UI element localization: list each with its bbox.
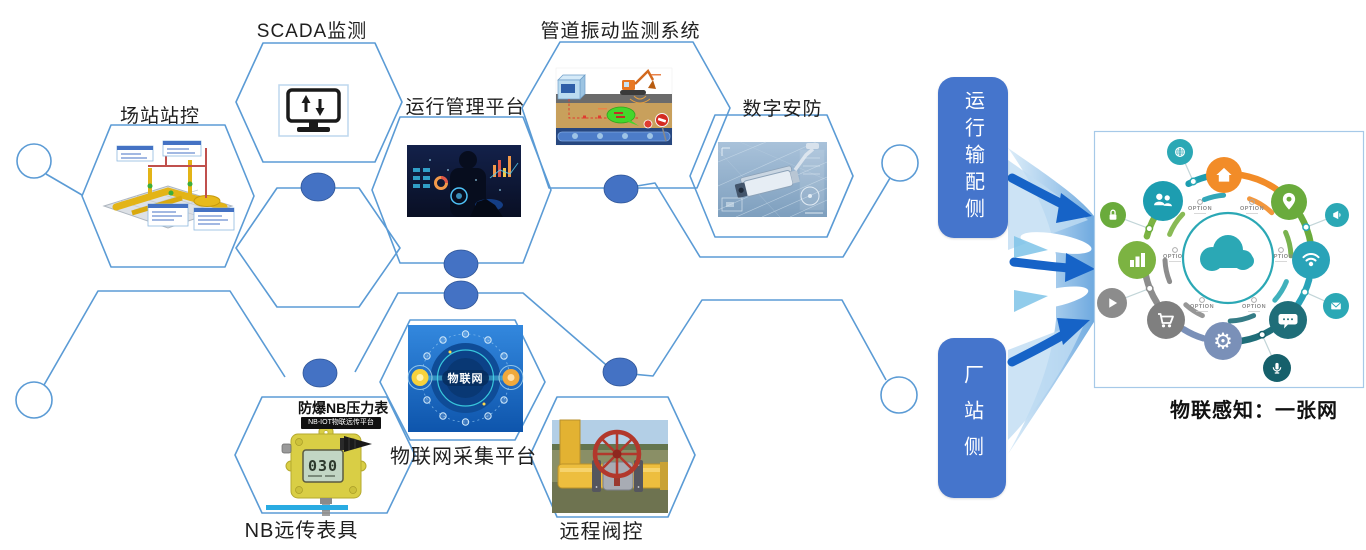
option-label: OPTION: [1190, 297, 1214, 312]
hexagon-station-control: [81, 124, 255, 268]
svg-text:⚙: ⚙: [1213, 330, 1233, 355]
label-remote-valve: 远程阀控: [559, 521, 644, 543]
globe-icon: [1167, 139, 1193, 165]
result-panel-caption: 物联感知：一张网: [1170, 400, 1338, 422]
location-pin-icon: [1271, 184, 1307, 220]
hexagon-empty-a: [235, 187, 401, 308]
svg-text:OPTION: OPTION: [1163, 254, 1187, 260]
side-box-transmission-label: 运行输配侧: [961, 90, 984, 225]
connector-top-right: [636, 177, 891, 258]
down-arrow-icon: [315, 108, 325, 116]
antenna-icon: [344, 436, 372, 452]
svg-text:OPTION: OPTION: [1188, 206, 1212, 212]
operation-platform-image: [407, 145, 521, 217]
chain-end-circle-top-left: [16, 143, 52, 179]
hexagon-digital-security: [689, 114, 854, 238]
flow-arrows: [1007, 148, 1095, 454]
people-icon: [1143, 181, 1183, 221]
orbit-node-icons: [423, 330, 508, 426]
scada-monitor-icon: [278, 84, 349, 137]
option-label: OPTION: [1163, 247, 1187, 262]
megaphone-icon: [1325, 203, 1349, 227]
hexagon-operation-platform: [371, 116, 552, 264]
cloud-icon: [1181, 211, 1275, 305]
chain-end-circle-top-right: [881, 144, 919, 182]
hexagon-remote-valve: [529, 396, 696, 518]
up-arrow-icon: [301, 95, 311, 103]
hexagon-scada: [235, 42, 403, 163]
home-icon: [1206, 157, 1242, 193]
nb-meter-image: 030: [266, 427, 372, 516]
side-box-plant: 厂站侧: [938, 338, 1006, 498]
label-pipeline-vibration: 管道振动监测系统: [540, 21, 701, 42]
chat-icon: [1269, 301, 1307, 339]
stop-sign-icon: [655, 113, 669, 142]
valve-wheel-icon: [592, 429, 642, 479]
meter-title: 防爆NB压力表: [298, 400, 389, 416]
iot-network-infographic: ⚙ OPTION OPTION OPTION OPTION OPTION OPTION: [1097, 139, 1349, 382]
gear-icon: ⚙: [1204, 322, 1242, 360]
lock-icon: [1100, 202, 1126, 228]
svg-text:OPTION: OPTION: [1269, 254, 1293, 260]
cart-icon: [1147, 301, 1185, 339]
mail-icon: [1323, 293, 1349, 319]
connector-bottom-right: [630, 299, 887, 381]
mimic-info-boxes: [116, 140, 235, 231]
label-digital-security: 数字安防: [742, 99, 823, 120]
option-label: OPTION: [1242, 297, 1266, 312]
option-label: OPTION: [1240, 199, 1264, 214]
label-iot-collect: 物联网采集平台: [390, 446, 537, 468]
hexagon-pipeline-vibration: [521, 41, 731, 189]
excavator-icon: [620, 68, 656, 95]
rtu-cabinet-icon: [557, 74, 586, 100]
pipeline-vibration-image: [555, 67, 673, 146]
digital-security-image: [717, 141, 828, 218]
play-icon: [1097, 288, 1127, 318]
lcd-value: 030: [308, 457, 338, 475]
option-label: OPTION: [1269, 247, 1293, 262]
junction-dots: [300, 172, 639, 388]
meter-badge: NB-IOT物联远传平台: [301, 417, 381, 429]
bar-chart-icon: [1118, 241, 1156, 279]
hexagon-nb-meter: [234, 396, 416, 514]
wireless-icon: [1292, 241, 1330, 279]
svg-text:OPTION: OPTION: [1242, 304, 1266, 310]
side-box-transmission: 运行输配侧: [938, 77, 1008, 238]
side-box-plant-label: 厂站侧: [960, 364, 983, 472]
label-nb-meter: NB远传表具: [244, 520, 359, 542]
microphone-icon: [1263, 354, 1291, 382]
chain-end-circle-bottom-right: [880, 376, 918, 414]
iot-collect-image: 物联网: [407, 325, 524, 432]
iot-center-label: 物联网: [448, 371, 484, 385]
connector-bottom-left: [43, 290, 286, 386]
chain-end-circle-bottom-left: [15, 381, 53, 419]
svg-text:OPTION: OPTION: [1190, 304, 1214, 310]
remote-valve-image: [552, 419, 668, 513]
station-control-image: [102, 140, 235, 231]
hexagon-iot-collect: [379, 319, 546, 441]
hex-chain: [15, 41, 919, 518]
option-label: OPTION: [1188, 199, 1212, 214]
label-station-control: 场站站控: [119, 106, 200, 127]
label-scada: SCADA监测: [256, 21, 368, 42]
label-operation-platform: 运行管理平台: [405, 97, 526, 118]
camera-icon: [734, 165, 800, 198]
svg-text:OPTION: OPTION: [1240, 206, 1264, 212]
